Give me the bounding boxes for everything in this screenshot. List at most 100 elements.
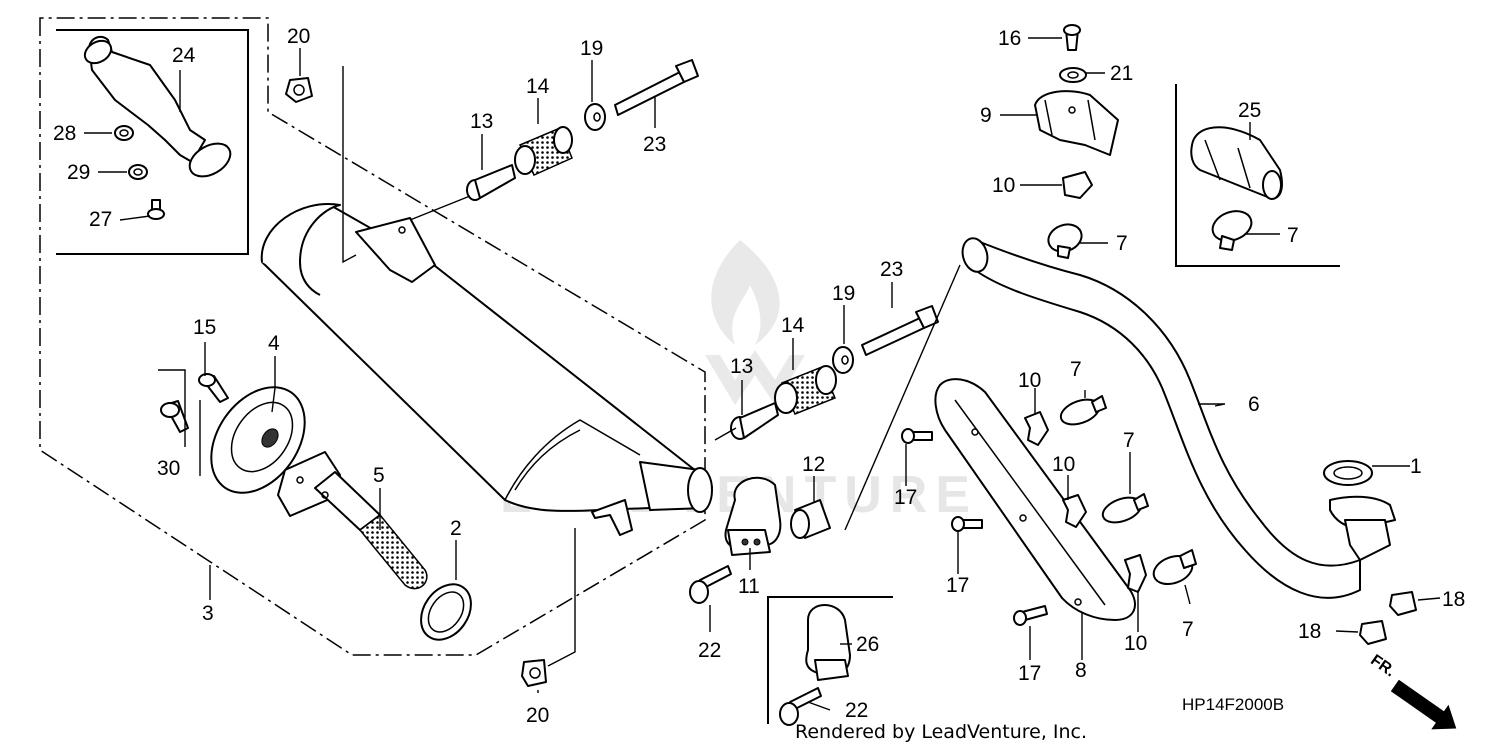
spark-arrester-insert-24 — [83, 35, 232, 178]
callout-26: 26 — [856, 633, 879, 656]
callout-10-a: 10 — [1018, 369, 1041, 392]
callout-30: 30 — [157, 457, 180, 480]
callout-10-c: 10 — [1124, 632, 1147, 655]
nut-29 — [128, 164, 148, 180]
inset-box-top-left — [56, 29, 249, 255]
callout-15: 15 — [193, 316, 216, 339]
bolt-17-b — [951, 516, 983, 532]
callout-14-upper: 14 — [526, 75, 550, 98]
callout-23-upper: 23 — [643, 133, 666, 156]
bolt-30 — [160, 400, 189, 433]
callout-13-upper: 13 — [470, 110, 493, 133]
leader-lines — [84, 37, 1441, 711]
collar-13-lower — [730, 402, 779, 440]
callout-3: 3 — [202, 602, 214, 625]
callout-23-lower: 23 — [880, 258, 903, 281]
callout-11: 11 — [738, 575, 760, 598]
callout-17-a: 17 — [894, 486, 917, 509]
washer-19-upper — [584, 103, 606, 131]
rubber-mount-14-lower — [774, 365, 837, 415]
screw-27 — [147, 199, 165, 220]
heat-protector-8 — [934, 378, 1136, 621]
rubber-mount-14-upper — [514, 126, 573, 176]
muffler-body — [260, 203, 713, 536]
tail-pipe-5 — [277, 451, 428, 590]
front-direction-arrow — [1390, 679, 1457, 730]
tail-cap-4 — [210, 386, 306, 494]
exhaust-gasket-1 — [1323, 460, 1373, 486]
callout-17-b: 17 — [946, 574, 969, 597]
callout-7-c: 7 — [1182, 618, 1194, 641]
callout-10-b: 10 — [1052, 453, 1075, 476]
washer-28 — [114, 125, 134, 141]
callout-6: 6 — [1248, 393, 1260, 416]
bolt-22-inset — [779, 687, 822, 726]
callout-20-bottom: 20 — [526, 704, 549, 727]
callout-8: 8 — [1075, 659, 1087, 682]
clamp-holder-10-c — [1124, 554, 1147, 593]
collar-13-upper — [466, 164, 516, 201]
hose-clamp-7-a — [1059, 395, 1107, 426]
callout-2: 2 — [450, 517, 462, 540]
pipe-protector-9 — [1034, 90, 1119, 156]
flange-nut-18-right — [1389, 591, 1417, 616]
clamp-holder-10-a — [1024, 411, 1049, 446]
bolt-15 — [198, 373, 229, 403]
bolt-23-lower — [861, 305, 939, 356]
washer-21 — [1059, 67, 1087, 83]
callout-18-right: 18 — [1442, 588, 1465, 611]
render-credit: Rendered by LeadVenture, Inc. — [795, 721, 1087, 743]
callout-7-b: 7 — [1123, 429, 1135, 452]
callout-1: 1 — [1410, 455, 1422, 478]
callout-5: 5 — [373, 464, 385, 487]
callout-20-top: 20 — [287, 25, 310, 48]
callout-14-lower: 14 — [781, 314, 805, 337]
callout-labels: 20 24 28 29 27 13 14 19 23 16 21 9 10 7 … — [53, 25, 1465, 727]
clamp-holder-10-b — [1062, 494, 1087, 528]
hose-clamp-7-c — [1152, 549, 1197, 586]
bolt-17-a — [901, 428, 933, 444]
callout-12: 12 — [802, 453, 825, 476]
callout-28: 28 — [53, 122, 76, 145]
callout-13-lower: 13 — [730, 355, 753, 378]
callout-25: 25 — [1238, 99, 1261, 122]
callout-7-top: 7 — [1116, 232, 1128, 255]
bolt-17-c — [1013, 605, 1048, 626]
bolt-23-upper — [614, 59, 699, 116]
gasket-12 — [790, 499, 831, 539]
callout-10-top: 10 — [992, 174, 1015, 197]
callout-29: 29 — [67, 161, 90, 184]
inset-box-top-right — [1175, 84, 1340, 267]
screw-16 — [1063, 24, 1081, 51]
callout-21: 21 — [1110, 62, 1133, 85]
callout-22-inset: 22 — [845, 699, 868, 722]
flange-nut-20-top — [285, 77, 313, 103]
muffler-assembly-outline — [39, 17, 706, 656]
flange-nut-18-lower — [1359, 620, 1387, 645]
callout-19-upper: 19 — [580, 37, 603, 60]
gasket-2 — [420, 583, 472, 641]
diagram-code: HP14F2000B — [1182, 695, 1284, 714]
bolt-22-left — [689, 565, 732, 604]
inset-box-bottom — [767, 596, 893, 724]
flange-nut-20-bottom — [521, 659, 547, 687]
pipe-protector-25 — [1190, 126, 1283, 200]
muffler-band-26 — [805, 604, 851, 681]
callout-16: 16 — [998, 27, 1021, 50]
washer-19-lower — [832, 346, 854, 374]
callout-9: 9 — [980, 104, 992, 127]
callout-7-a: 7 — [1070, 358, 1082, 381]
callout-19-lower: 19 — [832, 282, 855, 305]
hose-clamp-7-b — [1101, 493, 1149, 524]
callout-17-c: 17 — [1018, 662, 1041, 685]
callout-22-left: 22 — [698, 639, 721, 662]
callout-18-lower: 18 — [1298, 620, 1321, 643]
callout-7-inset: 7 — [1287, 224, 1299, 247]
exhaust-pipe-6 — [961, 237, 1396, 599]
callout-4: 4 — [268, 332, 280, 355]
front-direction-label: FR. — [1367, 652, 1398, 681]
callout-27: 27 — [89, 208, 112, 231]
hose-clamp-7-top — [1047, 223, 1083, 259]
callout-24: 24 — [172, 44, 196, 67]
clamp-holder-10-top — [1062, 171, 1093, 199]
